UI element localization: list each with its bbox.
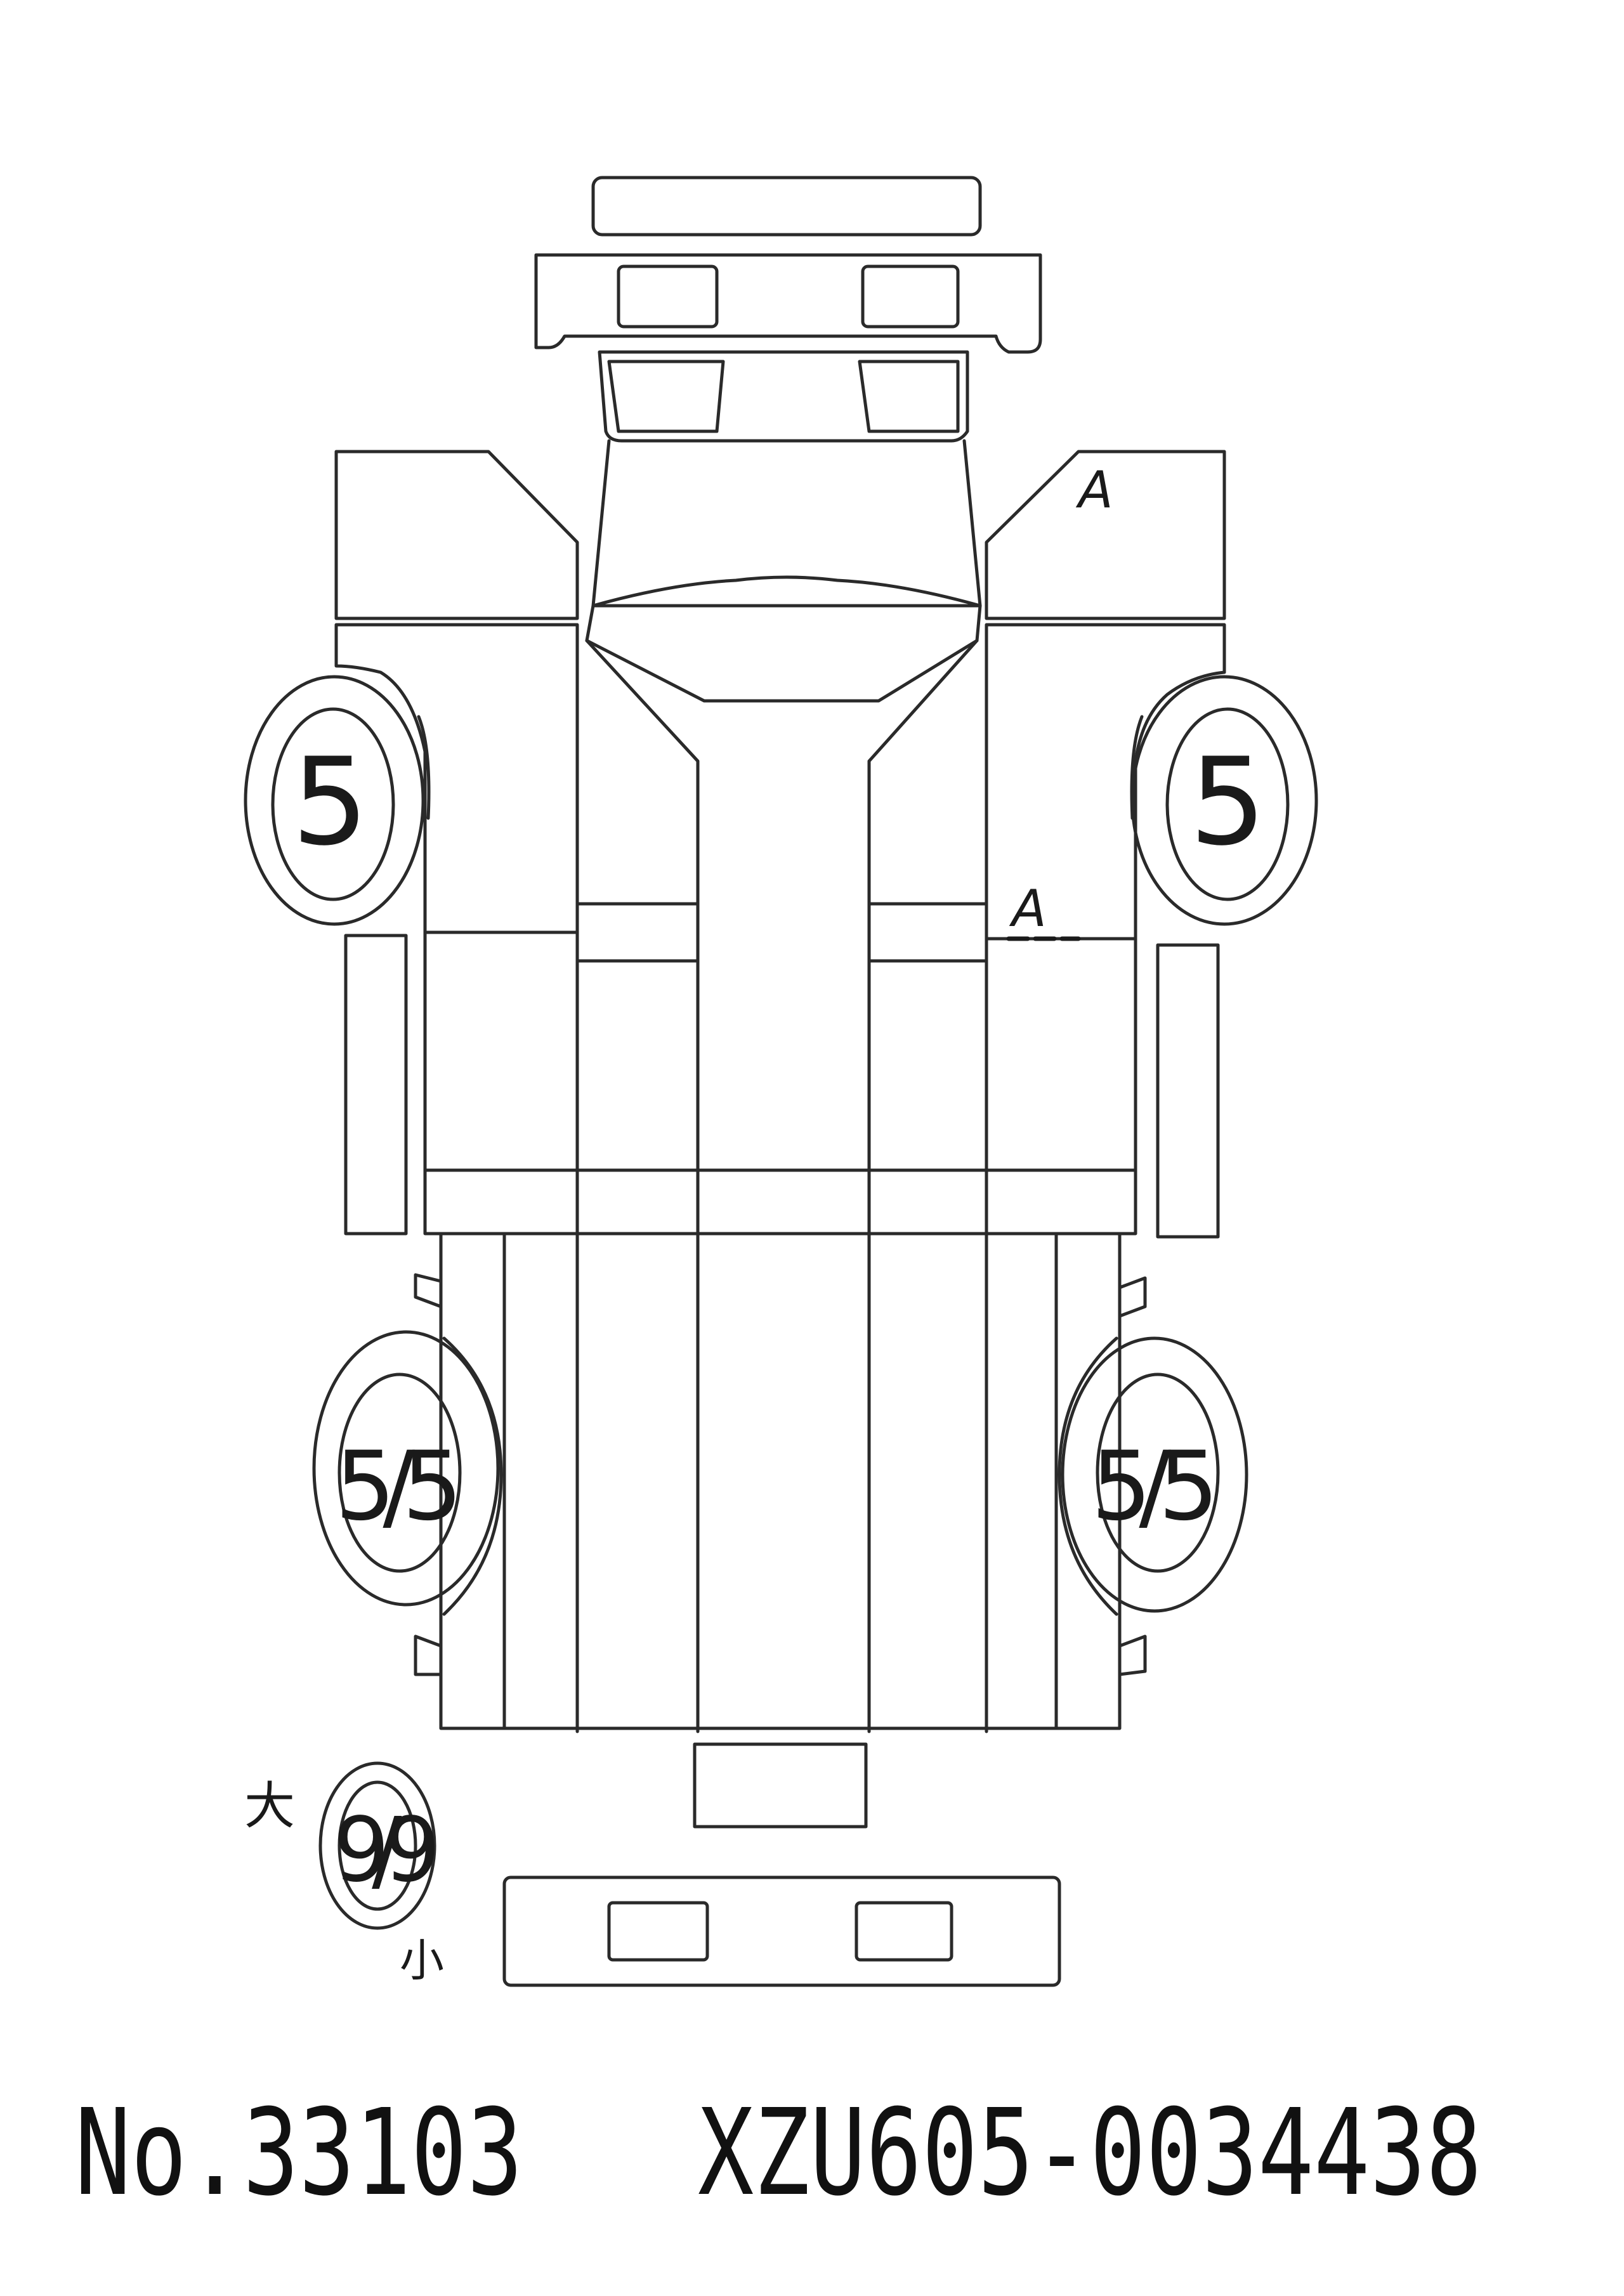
spare-big-mark: 大 bbox=[244, 1777, 295, 1836]
chassis-center bbox=[575, 639, 988, 1733]
rear-fender-left bbox=[414, 1273, 443, 1676]
cab-side-right bbox=[985, 623, 1226, 941]
rear-light-bar bbox=[693, 1742, 868, 1829]
rear-bed bbox=[439, 1232, 1122, 1730]
rear-fender-right bbox=[1118, 1276, 1147, 1676]
fog-lamp-right bbox=[858, 360, 960, 433]
cab-roof bbox=[585, 439, 982, 703]
cab-side-left bbox=[334, 623, 579, 934]
tire-rear-right bbox=[1058, 1336, 1248, 1616]
tire-front-right bbox=[1130, 675, 1318, 926]
headlight-left bbox=[617, 264, 719, 329]
damage-mark-body-right: A bbox=[1009, 879, 1047, 938]
damage-mark-cab-front-right: A bbox=[1075, 460, 1113, 519]
front-grille bbox=[534, 253, 1042, 354]
rear-bumper bbox=[502, 1875, 1061, 1987]
cab-door-right bbox=[985, 450, 1226, 620]
front-lower-panel bbox=[598, 350, 969, 443]
vehicle-vin: XZU605-0034438 bbox=[698, 2084, 1482, 2222]
tire-front-left bbox=[244, 675, 431, 926]
headlight-right bbox=[861, 264, 960, 329]
spare-tire bbox=[318, 1761, 436, 1930]
side-skirt-left bbox=[344, 934, 408, 1236]
tire-mark-front-right: 5 bbox=[1189, 732, 1266, 872]
tire-rear-left bbox=[312, 1330, 503, 1616]
fog-lamp-left bbox=[607, 360, 725, 433]
spare-tire-mark: 9/9 bbox=[333, 1799, 435, 1902]
mid-body bbox=[423, 902, 1137, 1733]
spare-small-mark: 小 bbox=[400, 1934, 444, 1986]
tire-mark-rear-left: 5/5 bbox=[335, 1432, 455, 1542]
cab-door-left bbox=[334, 450, 579, 620]
document-number: No.33103 bbox=[75, 2084, 523, 2222]
front-bumper bbox=[591, 176, 982, 237]
tail-lamp-right bbox=[855, 1901, 953, 1962]
tail-lamp-left bbox=[607, 1901, 709, 1962]
tire-mark-rear-right: 5/5 bbox=[1091, 1432, 1211, 1542]
side-skirt-right bbox=[1156, 943, 1220, 1239]
tire-mark-front-left: 5 bbox=[292, 732, 369, 872]
